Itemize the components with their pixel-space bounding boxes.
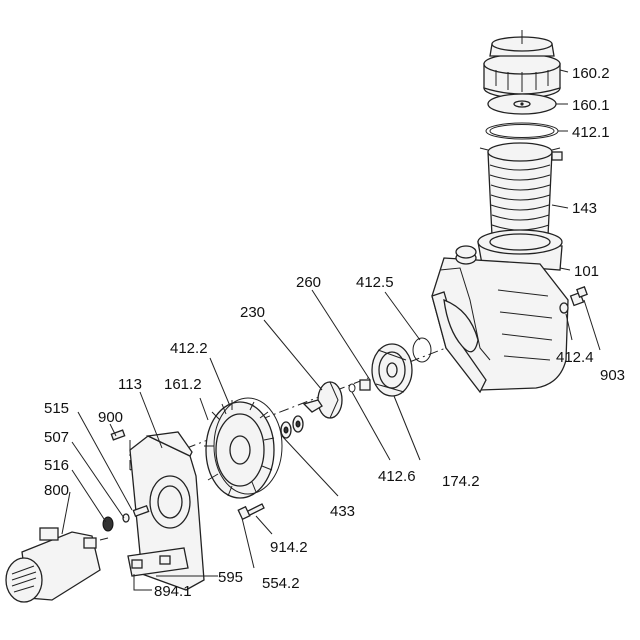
label-900: 900 [98, 409, 123, 426]
label-507: 507 [44, 429, 69, 446]
lid-disc-part [487, 93, 557, 115]
drain-ring-part [559, 302, 569, 314]
seal-plate-part [204, 397, 283, 499]
lid-cover-part [483, 30, 561, 99]
label-516: 516 [44, 457, 69, 474]
label-160-2: 160.2 [572, 65, 610, 82]
label-174-2: 174.2 [442, 473, 480, 490]
label-412-1: 412.1 [572, 124, 610, 141]
bolt-part [237, 503, 265, 521]
leader-lines [61, 69, 601, 591]
o-ring-412-1-part [485, 122, 559, 140]
o-ring-412-6-part [348, 383, 356, 393]
label-894-1: 894.1 [154, 583, 192, 600]
washer-507-part [122, 513, 130, 523]
mechanical-seal-part [280, 415, 304, 439]
label-800: 800 [44, 482, 69, 499]
label-160-1: 160.1 [572, 97, 610, 114]
label-412-6: 412.6 [378, 468, 416, 485]
motor-bracket-part [127, 431, 205, 591]
motor-part [5, 527, 109, 603]
label-161-2: 161.2 [164, 376, 202, 393]
label-914-2: 914.2 [270, 539, 308, 556]
label-412-5: 412.5 [356, 274, 394, 291]
label-433: 433 [330, 503, 355, 520]
label-595: 595 [218, 569, 243, 586]
spring-part [132, 504, 150, 518]
label-412-4: 412.4 [556, 349, 594, 366]
pump-housing-part [431, 229, 569, 394]
o-ring-412-5-part [412, 337, 432, 363]
screw-900-part [110, 429, 126, 441]
label-554-2: 554.2 [262, 575, 300, 592]
label-230: 230 [240, 304, 265, 321]
strainer-basket-part [479, 142, 563, 243]
label-515: 515 [44, 400, 69, 417]
label-260: 260 [296, 274, 321, 291]
impeller-part [302, 381, 343, 419]
diffuser-part [371, 343, 413, 397]
impeller-nut-part [359, 379, 371, 391]
label-903: 903 [600, 367, 625, 384]
label-412-2: 412.2 [170, 340, 208, 357]
label-143: 143 [572, 200, 597, 217]
label-101: 101 [574, 263, 599, 280]
label-113: 113 [118, 376, 142, 393]
drain-plug-part [569, 286, 588, 307]
